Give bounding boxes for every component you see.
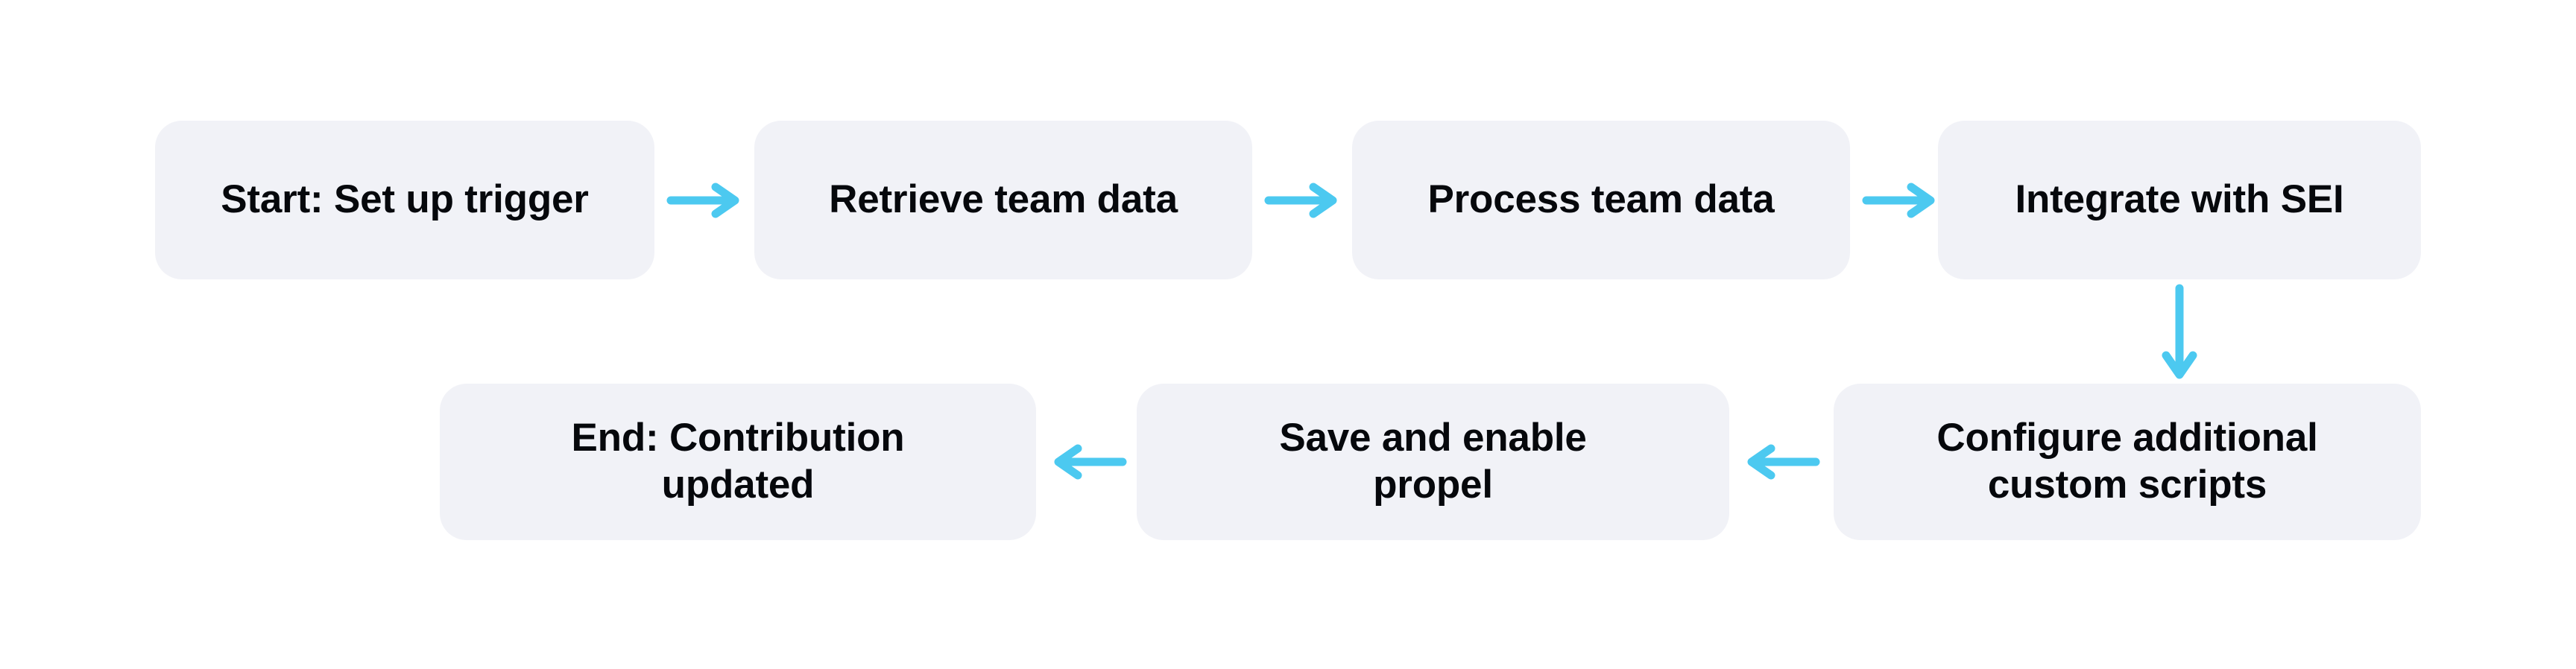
flow-edge-integrate-to-configure bbox=[2162, 284, 2197, 381]
flow-node-label: Process team data bbox=[1427, 177, 1775, 222]
flow-edge-configure-to-save bbox=[1743, 444, 1820, 480]
flow-edge-process-to-integrate bbox=[1862, 183, 1936, 218]
flow-node-integrate-with-sei[interactable]: Integrate with SEI bbox=[1938, 121, 2421, 279]
flow-node-save-and-enable-propel[interactable]: Save and enable propel bbox=[1137, 384, 1729, 540]
flow-node-end-contribution-updated[interactable]: End: Contribution updated bbox=[440, 384, 1036, 540]
flow-edge-save-to-end bbox=[1049, 444, 1127, 480]
flow-node-process-team-data[interactable]: Process team data bbox=[1352, 121, 1850, 279]
flow-node-configure-custom-scripts[interactable]: Configure additional custom scripts bbox=[1834, 384, 2421, 540]
flow-node-label: Save and enable propel bbox=[1279, 416, 1587, 507]
flow-edge-retrieve-to-process bbox=[1264, 183, 1339, 218]
flow-node-label: End: Contribution updated bbox=[571, 416, 905, 507]
flow-node-label: Integrate with SEI bbox=[2015, 177, 2344, 222]
flow-edge-start-to-retrieve bbox=[666, 183, 741, 218]
flow-node-start[interactable]: Start: Set up trigger bbox=[155, 121, 654, 279]
flow-node-retrieve-team-data[interactable]: Retrieve team data bbox=[754, 121, 1252, 279]
flow-node-label: Configure additional custom scripts bbox=[1936, 416, 2318, 507]
flow-node-label: Retrieve team data bbox=[829, 177, 1178, 222]
flow-node-label: Start: Set up trigger bbox=[221, 177, 589, 222]
